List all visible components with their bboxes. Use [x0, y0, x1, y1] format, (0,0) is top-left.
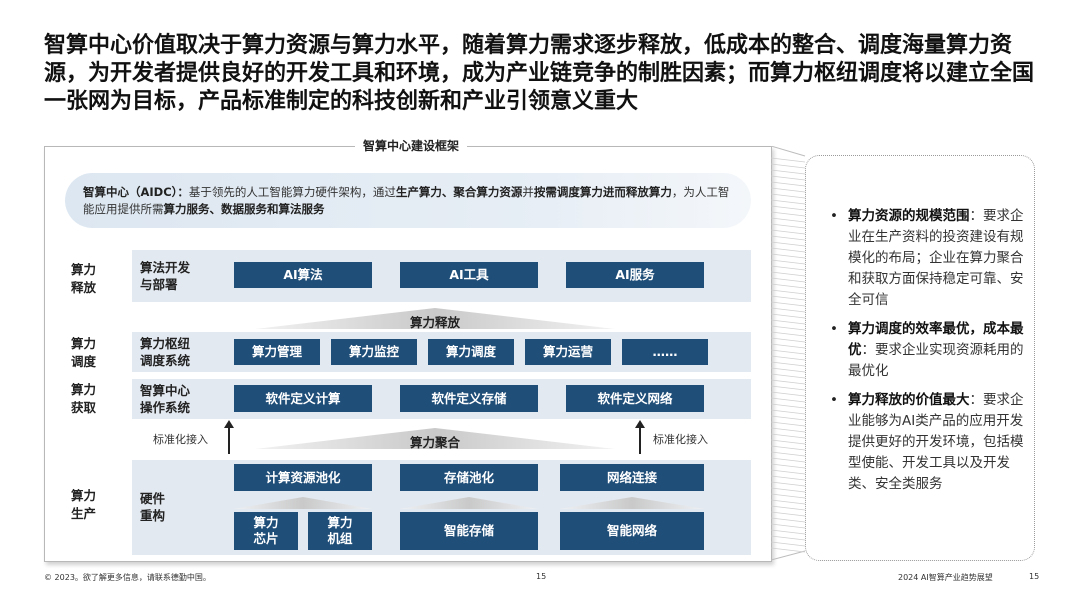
sd-storage-box: 软件定义存储 — [400, 385, 538, 412]
os-band: 智算中心 操作系统 软件定义计算 软件定义存储 软件定义网络 — [132, 379, 751, 419]
release-label: 算力释放 — [409, 315, 460, 330]
smart-storage-box: 智能存储 — [400, 512, 538, 550]
footer-copyright: © 2023。欲了解更多信息，请联系德勤中国。 — [44, 573, 211, 582]
up-arrow-left — [224, 420, 234, 454]
connector-hatch — [771, 146, 806, 561]
smart-network-box: 智能网络 — [560, 512, 704, 550]
side-panel: 算力资源的规模范围：要求企业在生产资料的投资建设有规模化的布局；企业在算力聚合和… — [805, 155, 1035, 561]
level-label-release: 算力 释放 — [71, 262, 97, 295]
level-label-produce: 算力 生产 — [71, 488, 97, 521]
footer-page-number: 15 — [1029, 572, 1040, 581]
footer-report-title: 2024 AI智算产业趋势展望 — [898, 573, 993, 582]
up-arrow-right — [635, 420, 645, 454]
os-label: 智算中心 操作系统 — [140, 383, 191, 415]
std-access-right: 标准化接入 — [653, 433, 708, 446]
page-title: 智算中心价值取决于算力资源与算力水平，随着算力需求逐步释放，低成本的整合、调度海… — [44, 33, 1035, 114]
compute-management-box: 算力管理 — [234, 339, 320, 365]
compute-monitoring-box: 算力监控 — [331, 339, 417, 365]
hardware-label: 硬件 重构 — [140, 491, 166, 523]
compute-chip-box: 算力 芯片 — [234, 512, 298, 550]
side-point-efficiency: 算力调度的效率最优，成本最优：要求企业实现资源耗用的最优化 — [828, 319, 1024, 382]
sd-compute-box: 软件定义计算 — [234, 385, 372, 412]
hub-label: 算力枢纽 调度系统 — [140, 336, 191, 368]
algo-band: 算法开发 与部署 AI算法 AI工具 AI服务 — [132, 250, 751, 302]
side-points-list: 算力资源的规模范围：要求企业在生产资料的投资建设有规模化的布局；企业在算力聚合和… — [828, 206, 1024, 503]
ai-tools-box: AI工具 — [400, 262, 538, 288]
side-point-value: 算力释放的价值最大：要求企业能够为AI类产品的应用开发提供更好的开发环境，包括模… — [828, 390, 1024, 495]
more-box: …… — [622, 339, 708, 365]
compute-pooling-box: 计算资源池化 — [234, 464, 372, 491]
side-point-scale: 算力资源的规模范围：要求企业在生产资料的投资建设有规模化的布局；企业在算力聚合和… — [828, 206, 1024, 311]
storage-pooling-box: 存储池化 — [400, 464, 538, 491]
release-triangle: 算力释放 — [255, 307, 615, 330]
compute-operations-box: 算力运营 — [525, 339, 611, 365]
algo-label: 算法开发 与部署 — [140, 260, 191, 292]
compute-scheduling-box: 算力调度 — [428, 339, 514, 365]
hardware-mini-triangles — [234, 497, 704, 509]
ai-algorithm-box: AI算法 — [234, 262, 372, 288]
level-label-dispatch: 算力 调度 — [71, 336, 97, 369]
aggregate-label: 算力聚合 — [409, 435, 460, 450]
footer-page-center: 15 — [536, 572, 547, 581]
sd-network-box: 软件定义网络 — [566, 385, 704, 412]
hardware-band: 硬件 重构 计算资源池化 存储池化 网络连接 算力 芯片 算力 机组 智能存储 … — [132, 460, 751, 555]
framework-title: 智算中心建设框架 — [355, 137, 468, 154]
hub-band: 算力枢纽 调度系统 算力管理 算力监控 算力调度 算力运营 …… — [132, 332, 751, 372]
level-label-acquire: 算力 获取 — [71, 382, 97, 415]
network-connection-box: 网络连接 — [560, 464, 704, 491]
std-access-left: 标准化接入 — [153, 433, 208, 446]
aidc-definition: 智算中心（AIDC）：基于领先的人工智能算力硬件架构，通过生产算力、聚合算力资源… — [65, 173, 751, 228]
aidc-term: 智算中心（AIDC）： — [83, 185, 189, 199]
ai-services-box: AI服务 — [566, 262, 704, 288]
aggregate-triangle: 算力聚合 — [255, 427, 615, 450]
framework-diagram: 智算中心建设框架 智算中心（AIDC）：基于领先的人工智能算力硬件架构，通过生产… — [44, 137, 772, 562]
compute-unit-box: 算力 机组 — [308, 512, 372, 550]
